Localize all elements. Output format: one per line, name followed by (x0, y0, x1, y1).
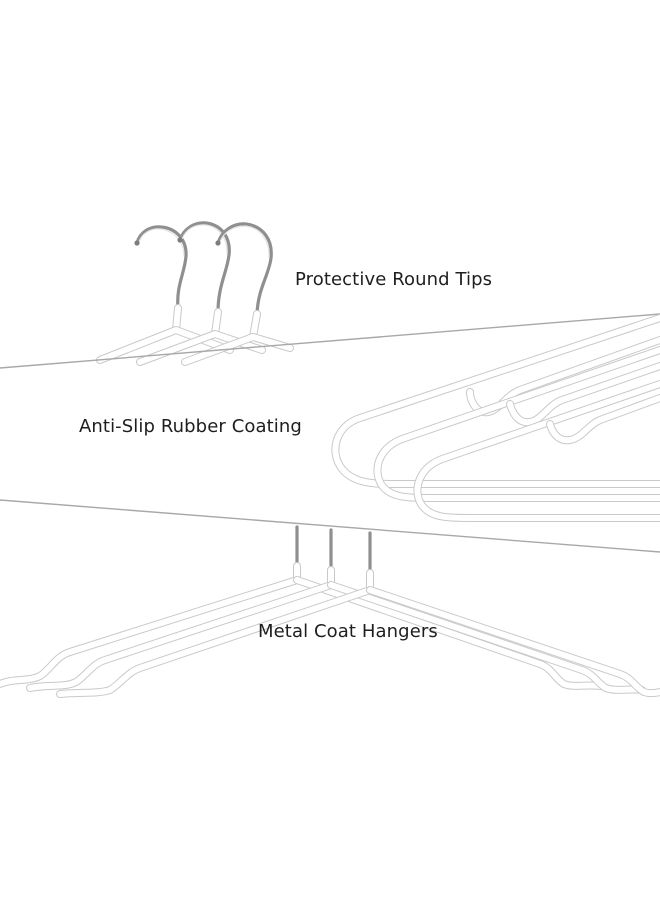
caption-anti-slip-coating: Anti-Slip Rubber Coating (79, 416, 302, 437)
divider-top (0, 313, 660, 369)
round-tip-3 (215, 240, 221, 246)
caption-metal-coat-hangers: Metal Coat Hangers (258, 621, 438, 642)
full-hangers-group (0, 525, 660, 698)
hanger-bottoms-group (331, 314, 660, 522)
divider-bottom (0, 499, 660, 553)
caption-protective-round-tips: Protective Round Tips (295, 269, 493, 290)
hanger-hooks-group (96, 221, 294, 366)
chrome-hook-1 (134, 225, 188, 310)
round-tip-1 (134, 240, 140, 246)
chrome-hook-3 (215, 222, 273, 316)
round-tip-2 (177, 237, 183, 243)
